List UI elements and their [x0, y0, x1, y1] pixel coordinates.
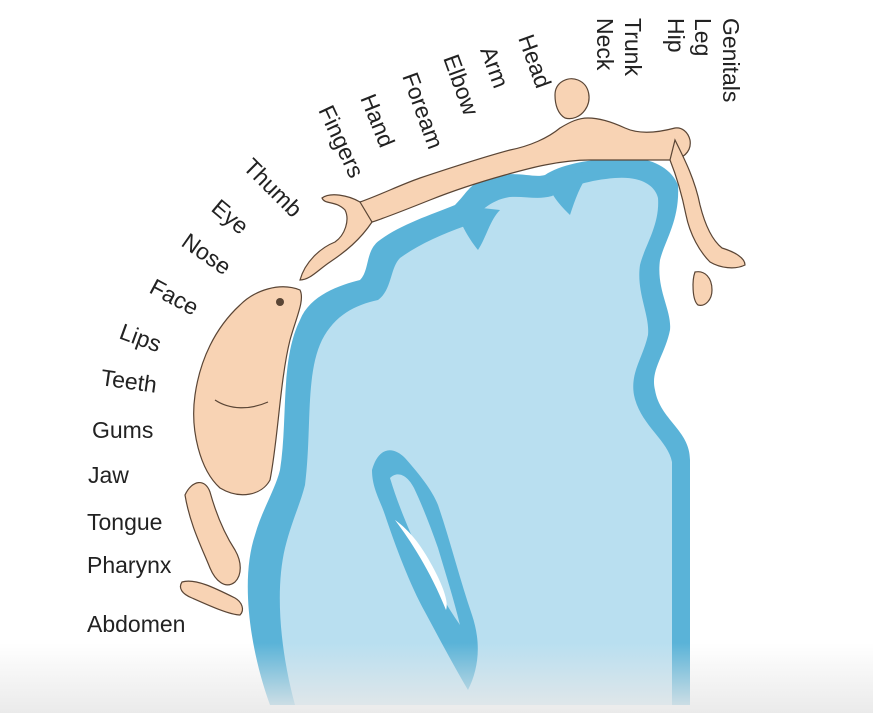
bottom-shade [0, 643, 873, 713]
label-leg: Leg [690, 18, 716, 56]
label-eye: Eye [207, 194, 254, 239]
label-hand: Hand [355, 90, 400, 151]
homunculus-genitals [692, 271, 713, 306]
label-trunk: Trunk [620, 18, 646, 76]
homunculus-face [193, 286, 302, 496]
label-gums: Gums [92, 417, 153, 443]
label-lips: Lips [116, 318, 165, 357]
label-elbow: Elbow [438, 51, 484, 119]
label-thumb: Thumb [238, 153, 307, 222]
sulcus-2 [545, 172, 590, 215]
homunculus-eye [276, 298, 284, 306]
homunculus-leg [669, 138, 746, 269]
label-hip: Hip [663, 18, 689, 53]
label-teeth: Teeth [99, 364, 158, 398]
homunculus-tongue [184, 482, 241, 586]
white-matter [279, 177, 672, 705]
homunculus-pharynx [179, 580, 244, 616]
label-abdomen: Abdomen [87, 611, 185, 637]
label-neck: Neck [592, 18, 618, 71]
label-head: Head [513, 31, 556, 92]
label-pharynx: Pharynx [87, 552, 172, 578]
homunculus-head [554, 78, 590, 120]
homunculus-arm [359, 117, 691, 223]
label-nose: Nose [177, 228, 236, 280]
sulcus-1 [455, 205, 500, 250]
lateral-sulcus-inner [390, 474, 460, 625]
label-jaw: Jaw [88, 462, 129, 488]
homunculus-mouth [214, 399, 269, 409]
homunculus-hand [299, 194, 373, 281]
label-face: Face [146, 273, 203, 320]
label-arm: Arm [475, 43, 514, 92]
label-tongue: Tongue [87, 509, 162, 535]
label-genitals: Genitals [718, 18, 744, 102]
homunculus [179, 78, 746, 616]
label-forearm: Foream [397, 69, 449, 152]
lateral-sulcus [372, 450, 478, 690]
